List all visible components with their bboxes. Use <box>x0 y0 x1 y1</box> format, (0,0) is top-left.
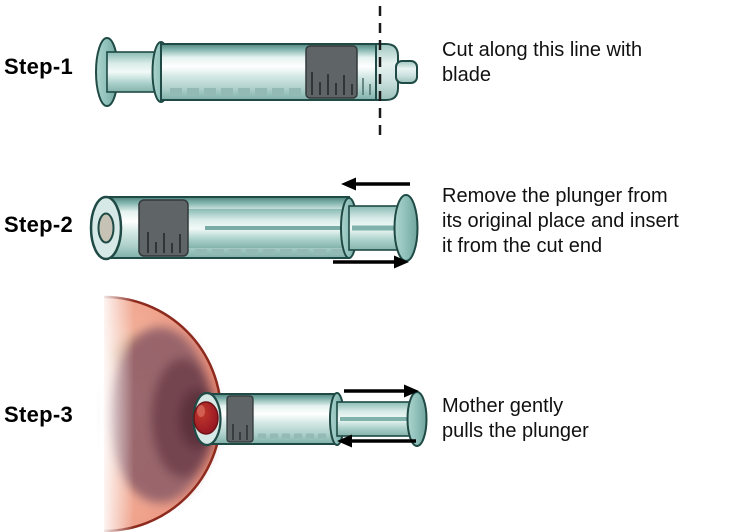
arrow-right-icon <box>333 255 409 269</box>
nozzle-tip <box>395 60 418 84</box>
barrel-end-cap <box>375 43 399 101</box>
arrow-left-icon <box>337 434 416 448</box>
cut-open-end-hole <box>97 212 115 244</box>
step-2-caption: Remove the plunger from its original pla… <box>442 185 679 257</box>
arrow-left-icon <box>341 177 410 191</box>
step-1-illustration <box>95 6 418 140</box>
plunger-thumb-rest <box>406 391 428 447</box>
step-3-illustration <box>100 292 428 532</box>
step-1-caption: Cut along this line with blade <box>442 39 643 86</box>
rubber-stopper <box>305 45 358 99</box>
rubber-stopper <box>138 199 189 257</box>
step-1-label: Step-1 <box>4 54 74 79</box>
step-2-illustration <box>89 177 419 269</box>
step-3-label: Step-3 <box>4 402 74 427</box>
breast-left-fade <box>100 292 134 532</box>
stopper-scale-ticks <box>147 232 181 253</box>
nipple <box>193 401 219 435</box>
step-3-caption: Mother gently pulls the plunger <box>442 395 589 442</box>
stopper-scale-ticks <box>311 72 353 95</box>
stopper-scale-ticks <box>232 424 248 440</box>
arrow-right-icon <box>344 384 419 398</box>
barrel-end-ticks <box>362 78 371 95</box>
plunger-thumb-rest <box>393 194 419 262</box>
nipple-highlight <box>197 405 205 417</box>
step-2-label: Step-2 <box>4 212 74 237</box>
